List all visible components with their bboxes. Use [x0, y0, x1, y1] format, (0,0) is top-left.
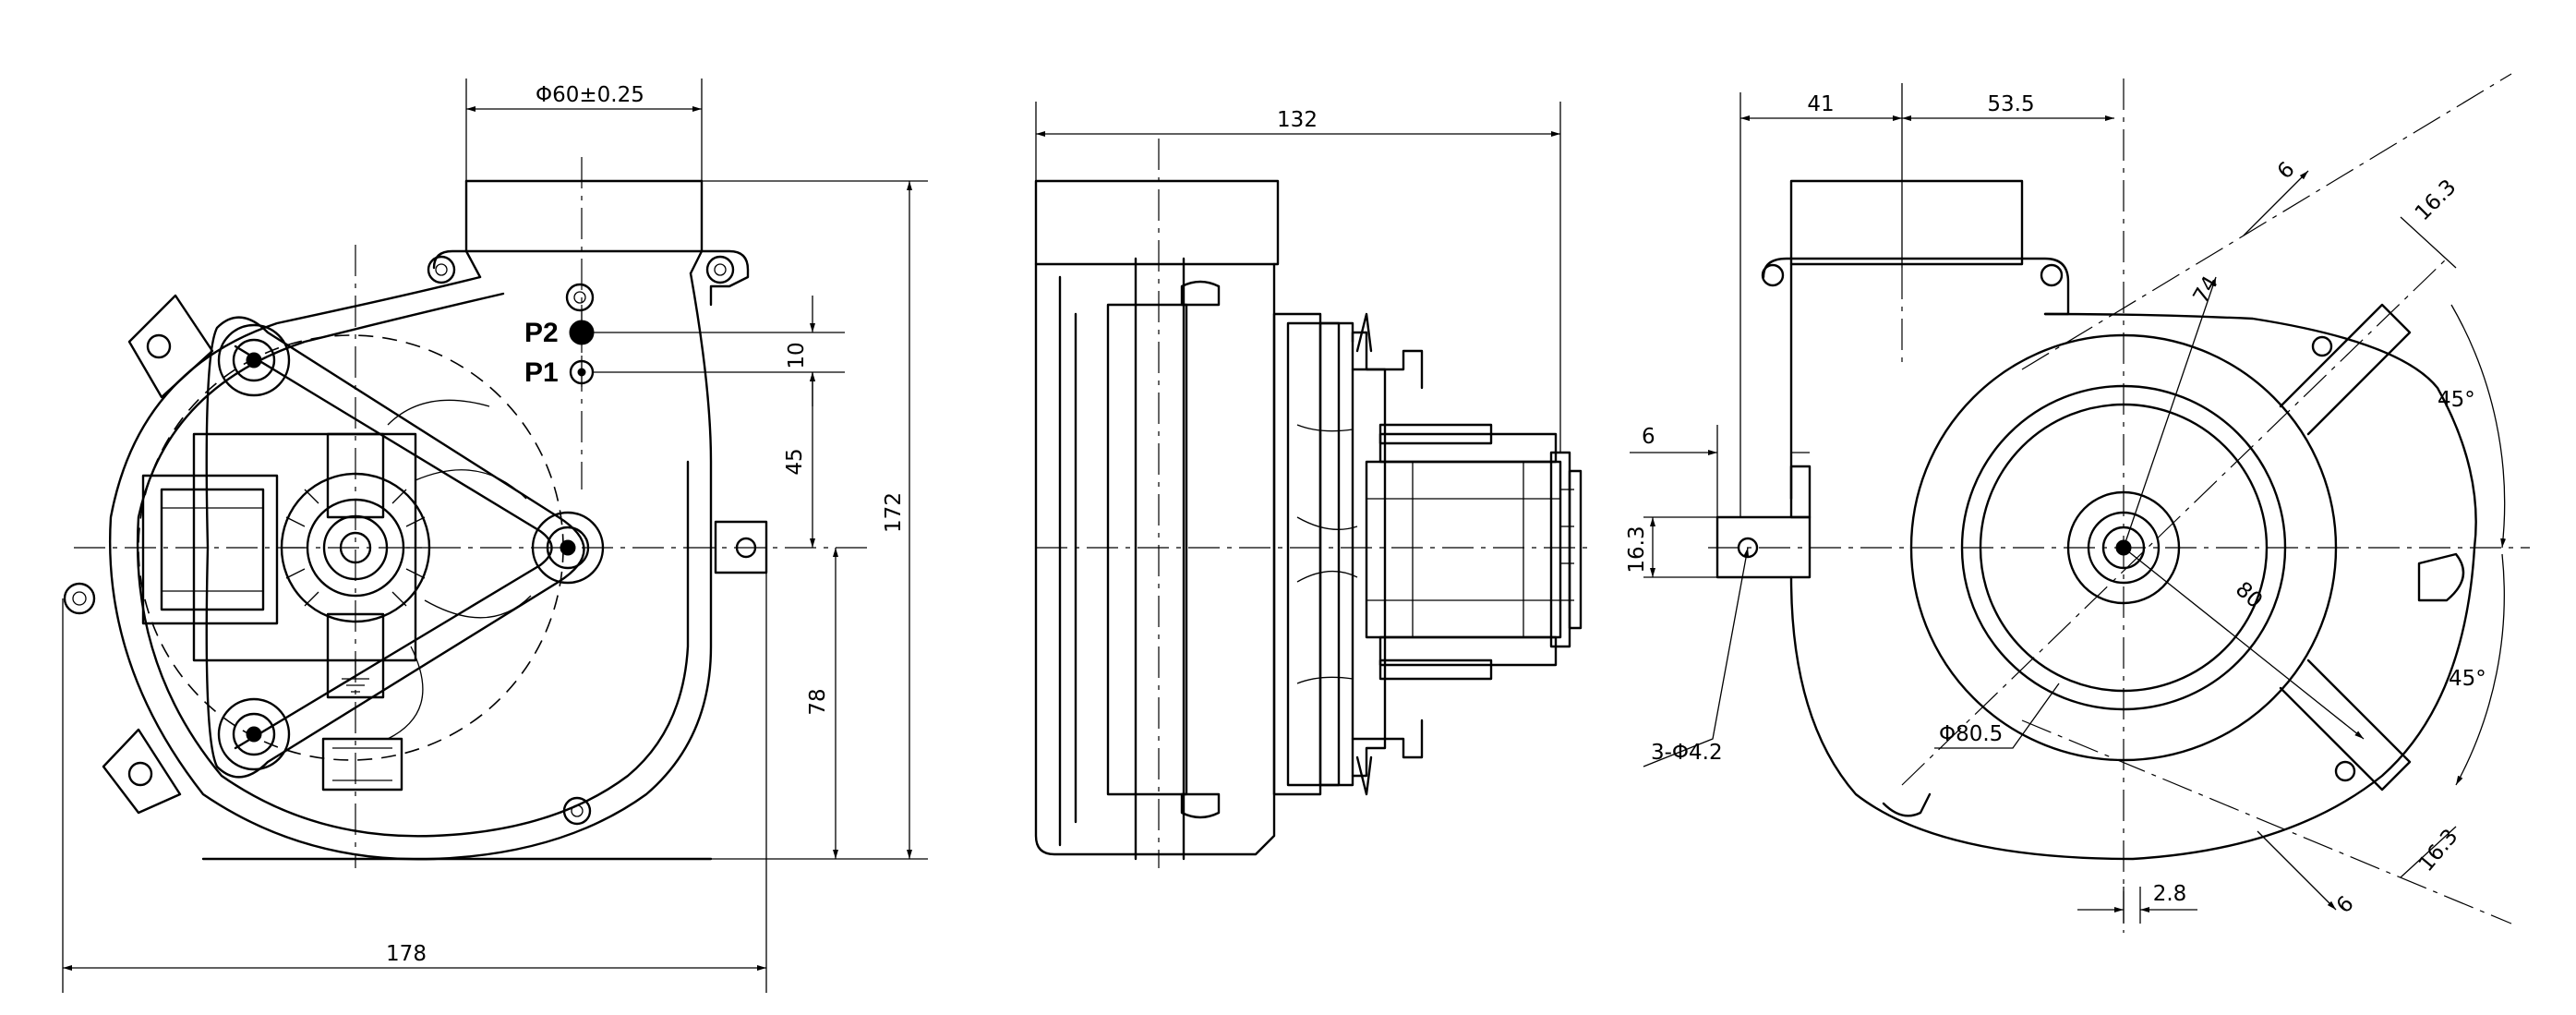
dim-center-offset: 2.8 — [2153, 882, 2187, 906]
rear-view: 41 53.5 6 16.3 6 16.3 74 80 45° 45° — [1625, 73, 2530, 933]
dim-flange-width-b: 6 — [2332, 892, 2359, 919]
front-view: P2 P1 Φ60±0.25 172 10 45 78 178 — [62, 79, 928, 993]
dim-slot-width-c: 16.3 — [2414, 825, 2463, 876]
dim-outlet-offset: 41 — [1807, 92, 1834, 116]
dim-outlet-diameter: Φ60±0.25 — [536, 83, 644, 107]
dim-port-to-center: 45 — [783, 448, 807, 475]
port-p2-label: P2 — [524, 318, 559, 348]
dim-slot-width-b: 16.3 — [2411, 175, 2462, 226]
dim-flange-thickness: 6 — [1642, 425, 1655, 449]
dim-bolt-radius: 74 — [2189, 272, 2223, 308]
dim-mount-holes: 3-Φ4.2 — [1651, 741, 1723, 765]
dim-center-to-bottom: 78 — [806, 688, 830, 715]
dim-outlet-to-center: 53.5 — [1987, 92, 2034, 116]
side-view: 132 — [1034, 102, 1588, 868]
dim-overall-width: 178 — [386, 942, 427, 966]
port-p1-label: P1 — [524, 357, 559, 388]
dim-slot-width-a: 16.3 — [1625, 526, 1649, 573]
dim-overall-depth: 132 — [1277, 108, 1318, 132]
dim-spigot-diameter: Φ80.5 — [1939, 722, 2003, 746]
dim-port-spacing: 10 — [785, 342, 809, 369]
dim-angle-lower: 45° — [2449, 667, 2486, 691]
dim-overall-height: 172 — [882, 492, 906, 533]
dim-angle-upper: 45° — [2438, 388, 2475, 412]
dim-flange-width-a: 6 — [2273, 158, 2300, 185]
